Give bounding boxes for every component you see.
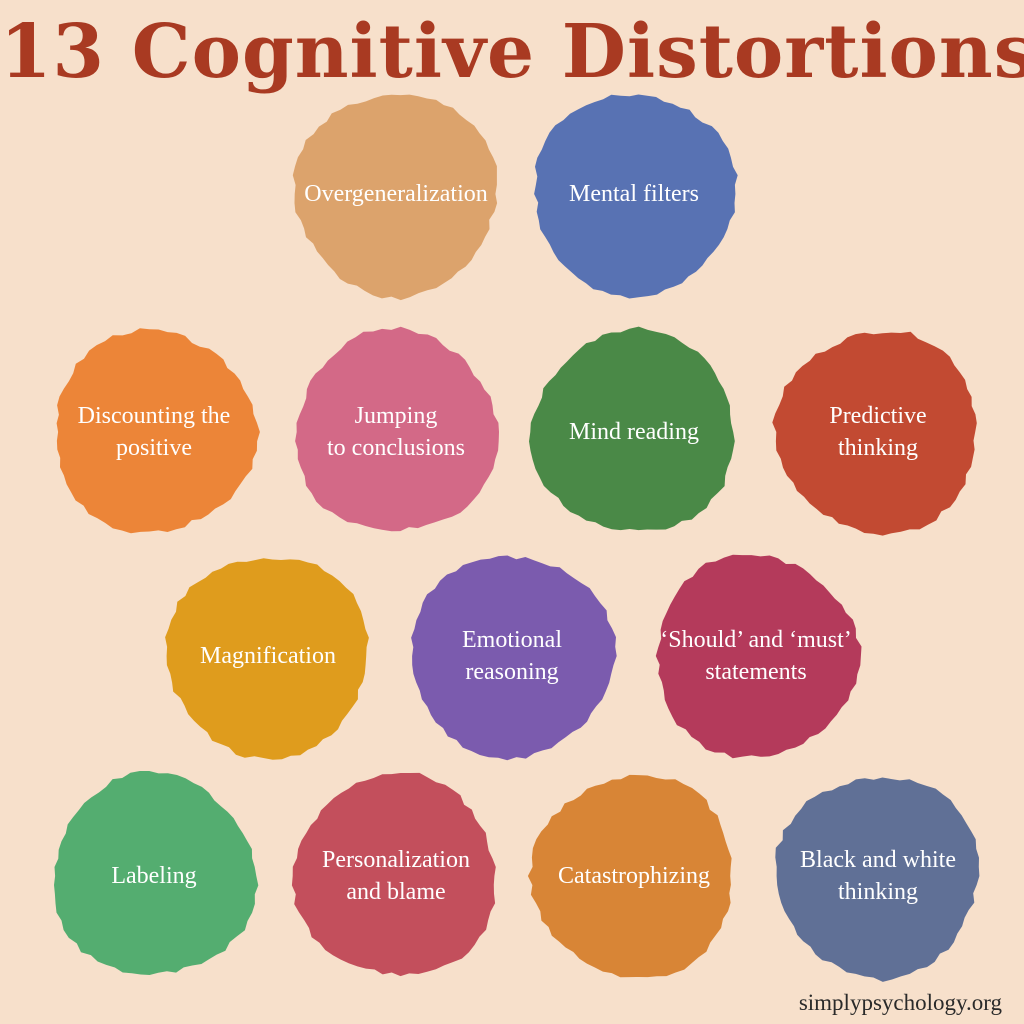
distortion-predictive-thinking: Predictive thinking (772, 326, 984, 538)
blob-shape (529, 326, 735, 531)
distortion-magnification: Magnification (162, 550, 374, 762)
distortion-mind-reading: Mind reading (528, 326, 740, 538)
distortion-overgeneralization: Overgeneralization (290, 88, 502, 301)
blob-shape (772, 331, 977, 536)
distortion-label: Mind reading (569, 418, 699, 445)
distortion-mental-filters: Mental filters (528, 88, 740, 300)
distortion-label: Mental filters (569, 180, 699, 207)
distortion-label: Catastrophizing (558, 862, 710, 889)
blob-shape (295, 326, 499, 532)
blob-shape (165, 558, 369, 760)
distortion-label: Overgeneralization (304, 180, 488, 207)
blob-shape (655, 554, 862, 759)
blob-shape (411, 555, 617, 761)
distortion-should-and-must-statements: ‘Should’ and ‘must’ statements (650, 550, 862, 762)
blob-shape (56, 328, 260, 534)
blob-shape (54, 771, 259, 975)
distortion-personalization-and-blame: Personalization and blame (290, 770, 502, 982)
distortion-catastrophizing: Catastrophizing (527, 770, 740, 982)
distortion-label: ‘Should’ and ‘must’ statements (660, 626, 852, 685)
distortion-label: Magnification (200, 642, 336, 669)
distortion-label: Personalization and blame (322, 846, 470, 905)
distortion-label: Jumping to conclusions (327, 402, 465, 461)
distortion-jumping-to-conclusions: Jumping to conclusions (290, 326, 502, 538)
distortion-emotional-reasoning: Emotional reasoning (406, 550, 618, 762)
distortion-label: Labeling (111, 862, 197, 889)
blob-shape (527, 774, 732, 978)
distortion-black-and-white-thinking: Black and white thinking (772, 770, 984, 982)
source-credit: simplypsychology.org (798, 990, 1002, 1015)
page-title: 13 Cognitive Distortions (0, 9, 1024, 95)
blob-shape (534, 94, 738, 299)
distortion-labeling: Labeling (48, 770, 260, 982)
distortion-discounting-the-positive: Discounting the positive (48, 326, 260, 538)
blob-shape (775, 777, 980, 982)
distortion-label: Emotional reasoning (462, 626, 562, 685)
distortion-label: Discounting the positive (77, 402, 231, 461)
distortion-label: Black and white thinking (800, 846, 956, 905)
distortion-label: Predictive thinking (829, 402, 927, 461)
blob-shape (291, 772, 496, 977)
blob-shape (292, 94, 498, 301)
